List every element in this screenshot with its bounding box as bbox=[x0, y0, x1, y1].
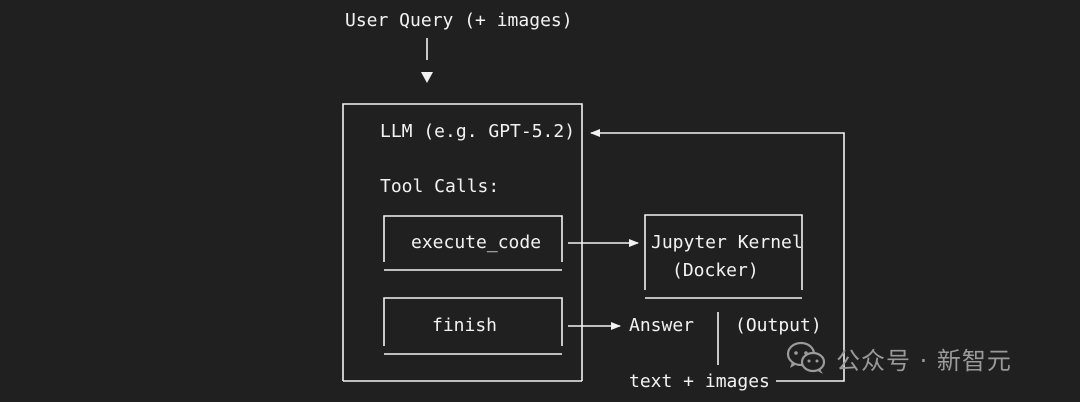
execute-code-label: execute_code bbox=[411, 232, 542, 253]
answer-label: Answer bbox=[629, 315, 695, 336]
query-arrowhead bbox=[421, 72, 433, 83]
feedback-label: text + images bbox=[629, 371, 770, 392]
tool-calls-label: Tool Calls: bbox=[380, 176, 500, 197]
llm-label: LLM (e.g. GPT-5.2) bbox=[380, 121, 576, 142]
kernel-label: Jupyter Kernel bbox=[651, 232, 803, 253]
wechat-icon bbox=[786, 341, 826, 374]
finish-box-border bbox=[383, 297, 563, 355]
kernel-docker-label: (Docker) bbox=[672, 260, 759, 281]
kernel-box-border bbox=[644, 214, 803, 299]
feedback-loop bbox=[590, 129, 845, 382]
watermark: 公众号 · 新智元 bbox=[786, 338, 1012, 378]
finish-label: finish bbox=[432, 315, 498, 336]
user-query-label: User Query (+ images) bbox=[345, 10, 573, 31]
llm-box-border bbox=[342, 103, 583, 382]
execute-code-box-border bbox=[383, 215, 563, 271]
output-label: (Output) bbox=[735, 315, 822, 336]
watermark-text: 公众号 · 新智元 bbox=[836, 346, 1012, 375]
